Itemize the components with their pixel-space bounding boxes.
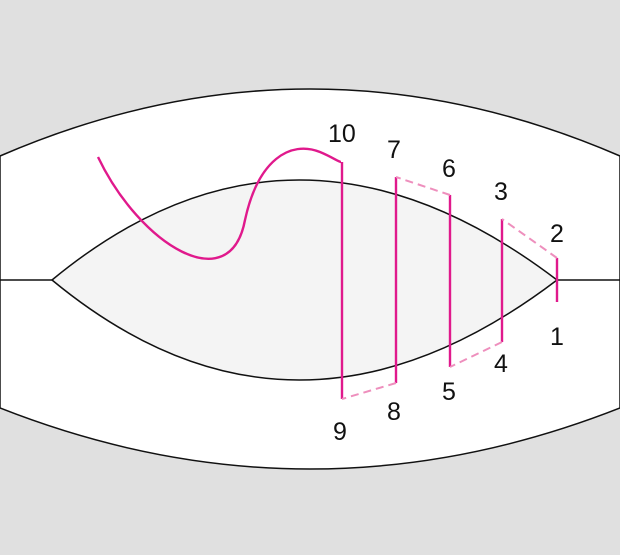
stitch-label-3: 3: [494, 178, 508, 206]
stitch-label-5: 5: [442, 378, 456, 406]
stitch-label-6: 6: [442, 155, 456, 183]
hidden-crossing-6-7: [395, 176, 451, 196]
stitch-label-9: 9: [333, 418, 347, 446]
stitch-label-1: 1: [550, 323, 564, 351]
hidden-crossing-8-9: [341, 382, 397, 400]
stitch-label-2: 2: [550, 220, 564, 248]
hidden-crossing-2-3: [501, 218, 558, 259]
stitch-label-7: 7: [387, 136, 401, 164]
suture-thread-tail: [96, 147, 342, 260]
hidden-crossing-4-5: [449, 341, 503, 368]
stitch-label-4: 4: [494, 350, 508, 378]
stitch-label-8: 8: [387, 398, 401, 426]
stitch-label-10: 10: [328, 120, 356, 148]
